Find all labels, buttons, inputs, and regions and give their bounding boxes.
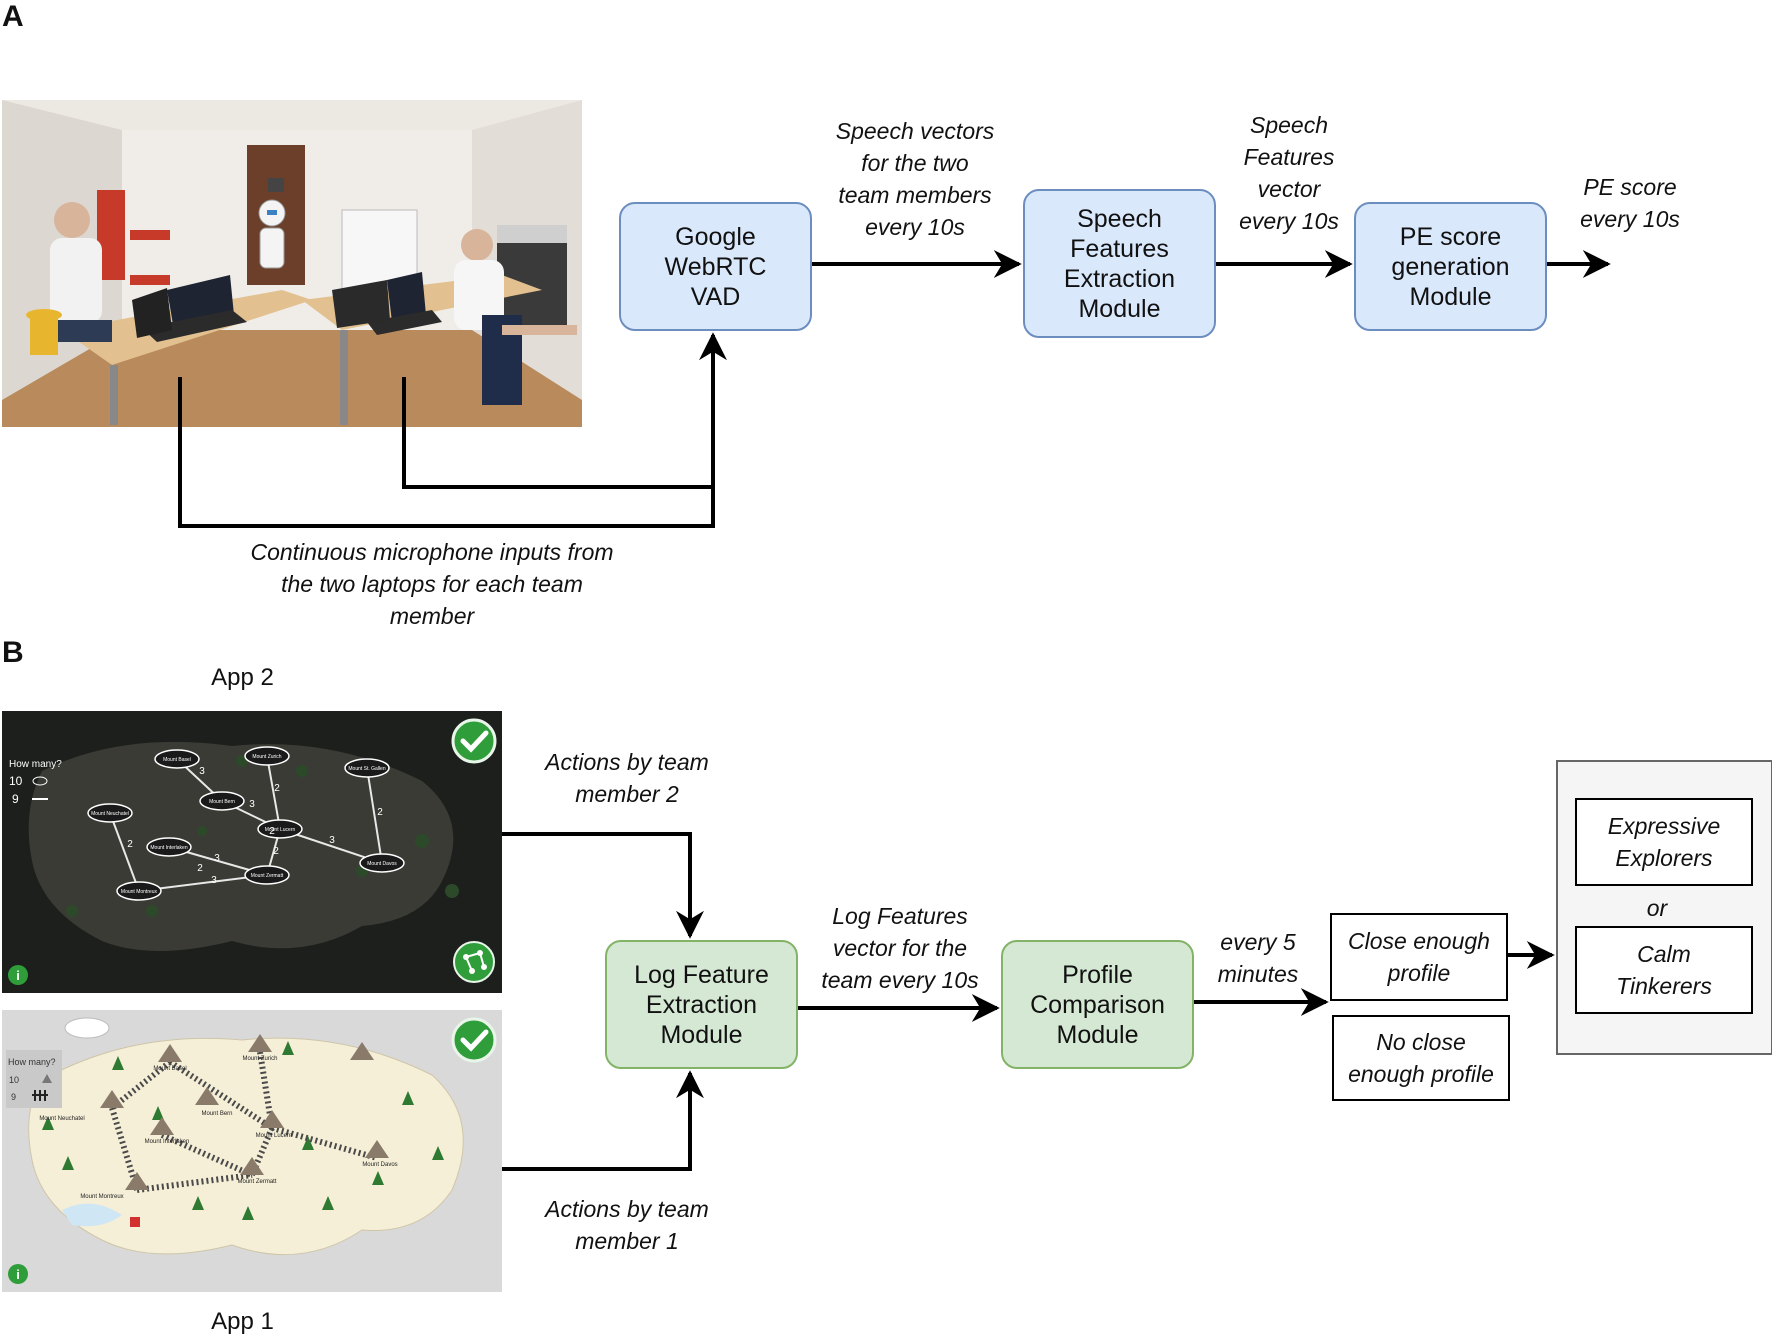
app1-mountain-label-1: Mount Zurich: [242, 1056, 277, 1062]
log-features-vector-label: Log Features vector for the team every 1…: [821, 903, 979, 993]
app1-mountain-label-8: Mount Davos: [362, 1162, 397, 1168]
arrow-app2-to-log: [502, 832, 704, 939]
app2-info-icon[interactable]: i: [8, 965, 28, 985]
or-label: or: [1646, 895, 1668, 921]
app1-mountain-label-3: Mount Bern: [201, 1111, 232, 1117]
speech-features-extraction-node: Speech Features Extraction Module: [1023, 189, 1216, 338]
app2-weight-6: 2: [127, 839, 133, 850]
calm-tinkerers-node: Calm Tinkerers: [1575, 926, 1753, 1014]
app2-mountain-label-5: Mount Lucern: [265, 827, 296, 833]
panel-label-a: A: [2, 0, 24, 33]
app2-weight-7: 3: [214, 853, 220, 864]
app2-mountain-label-2: Mount St. Gallen: [348, 766, 385, 772]
microphone-inputs-label: Continuous microphone inputs from the tw…: [250, 539, 614, 629]
app2-mountain-label-8: Mount Zermatt: [251, 873, 284, 879]
app1-mountain-label-4: Mount Interlaken: [145, 1139, 190, 1145]
app2-mountain-label-7: Mount Davos: [367, 861, 397, 867]
speech-vectors-label: Speech vectors for the two team members …: [835, 118, 995, 240]
app2-weight-0: 3: [199, 766, 205, 777]
app2-network-icon[interactable]: [453, 941, 495, 983]
app2-weight-10: 2: [197, 863, 203, 874]
arrow-app1-to-log: [502, 1070, 704, 1171]
app2-legend-title: How many?: [9, 759, 62, 770]
app2-check-icon[interactable]: [451, 718, 497, 764]
app2-mountain-label-1: Mount Zurich: [252, 754, 281, 760]
app1-legend-nodes: 10: [9, 1075, 19, 1085]
app1-mountain-label-5: Mount Lucern: [256, 1133, 293, 1139]
app2-legend-nodes: 10: [9, 774, 23, 788]
no-close-enough-profile-node: No close enough profile: [1332, 1015, 1510, 1101]
app1-mountain-label-2: Mount Neuchatel: [39, 1116, 84, 1122]
speech-features-vector-label: Speech Features vector every 10s: [1239, 112, 1339, 234]
app2-weight-2: 3: [249, 799, 255, 810]
classroom-photo: [2, 100, 582, 427]
svg-text:i: i: [16, 968, 20, 983]
google-webrtc-vad-node: Google WebRTC VAD: [619, 202, 812, 331]
app2-mountain-label-9: Mount Montreux: [121, 889, 158, 895]
app2-weight-1: 2: [274, 783, 280, 794]
app2-mountain-label-6: Mount Interlaken: [150, 845, 187, 851]
pe-score-output-label: PE score every 10s: [1580, 174, 1680, 232]
svg-text:i: i: [16, 1267, 20, 1282]
expressive-explorers-node: Expressive Explorers: [1575, 798, 1753, 886]
app2-mountain-label-3: Mount Neuchatel: [91, 811, 129, 817]
profile-comparison-node: Profile Comparison Module: [1001, 940, 1194, 1069]
close-enough-profile-node: Close enough profile: [1330, 913, 1508, 1001]
panel-label-b: B: [2, 636, 24, 669]
actions-member2-label: Actions by team member 2: [545, 749, 709, 807]
every-5-minutes-label: every 5 minutes: [1217, 929, 1299, 987]
app2-legend-edges: 9: [12, 792, 19, 806]
app2-weight-4: 3: [329, 835, 335, 846]
app2-title: App 2: [211, 664, 274, 691]
app1-legend-edges: 9: [11, 1092, 16, 1102]
app1-mountain-label-0: Mount Basel: [153, 1066, 186, 1072]
app1-mountain-label-6: Mount Montreux: [80, 1194, 123, 1200]
actions-member1-label: Actions by team member 1: [545, 1196, 709, 1254]
app2-weight-3: 2: [377, 807, 383, 818]
app2-mountain-label-4: Mount Bern: [209, 799, 235, 805]
log-feature-extraction-node: Log Feature Extraction Module: [605, 940, 798, 1069]
app1-legend-title: How many?: [8, 1057, 56, 1067]
pe-score-generation-node: PE score generation Module: [1354, 202, 1547, 331]
app2-weight-5: 2: [273, 846, 279, 857]
app1-mountain-label-7: Mount Zermatt: [237, 1179, 276, 1185]
app1-check-icon[interactable]: [451, 1017, 497, 1063]
app2-mountain-label-0: Mount Basel: [163, 757, 191, 763]
app2-weight-8: 2: [269, 826, 275, 837]
app1-info-icon[interactable]: i: [8, 1264, 28, 1284]
app1-title: App 1: [211, 1308, 274, 1335]
app2-weight-9: 3: [211, 875, 217, 886]
